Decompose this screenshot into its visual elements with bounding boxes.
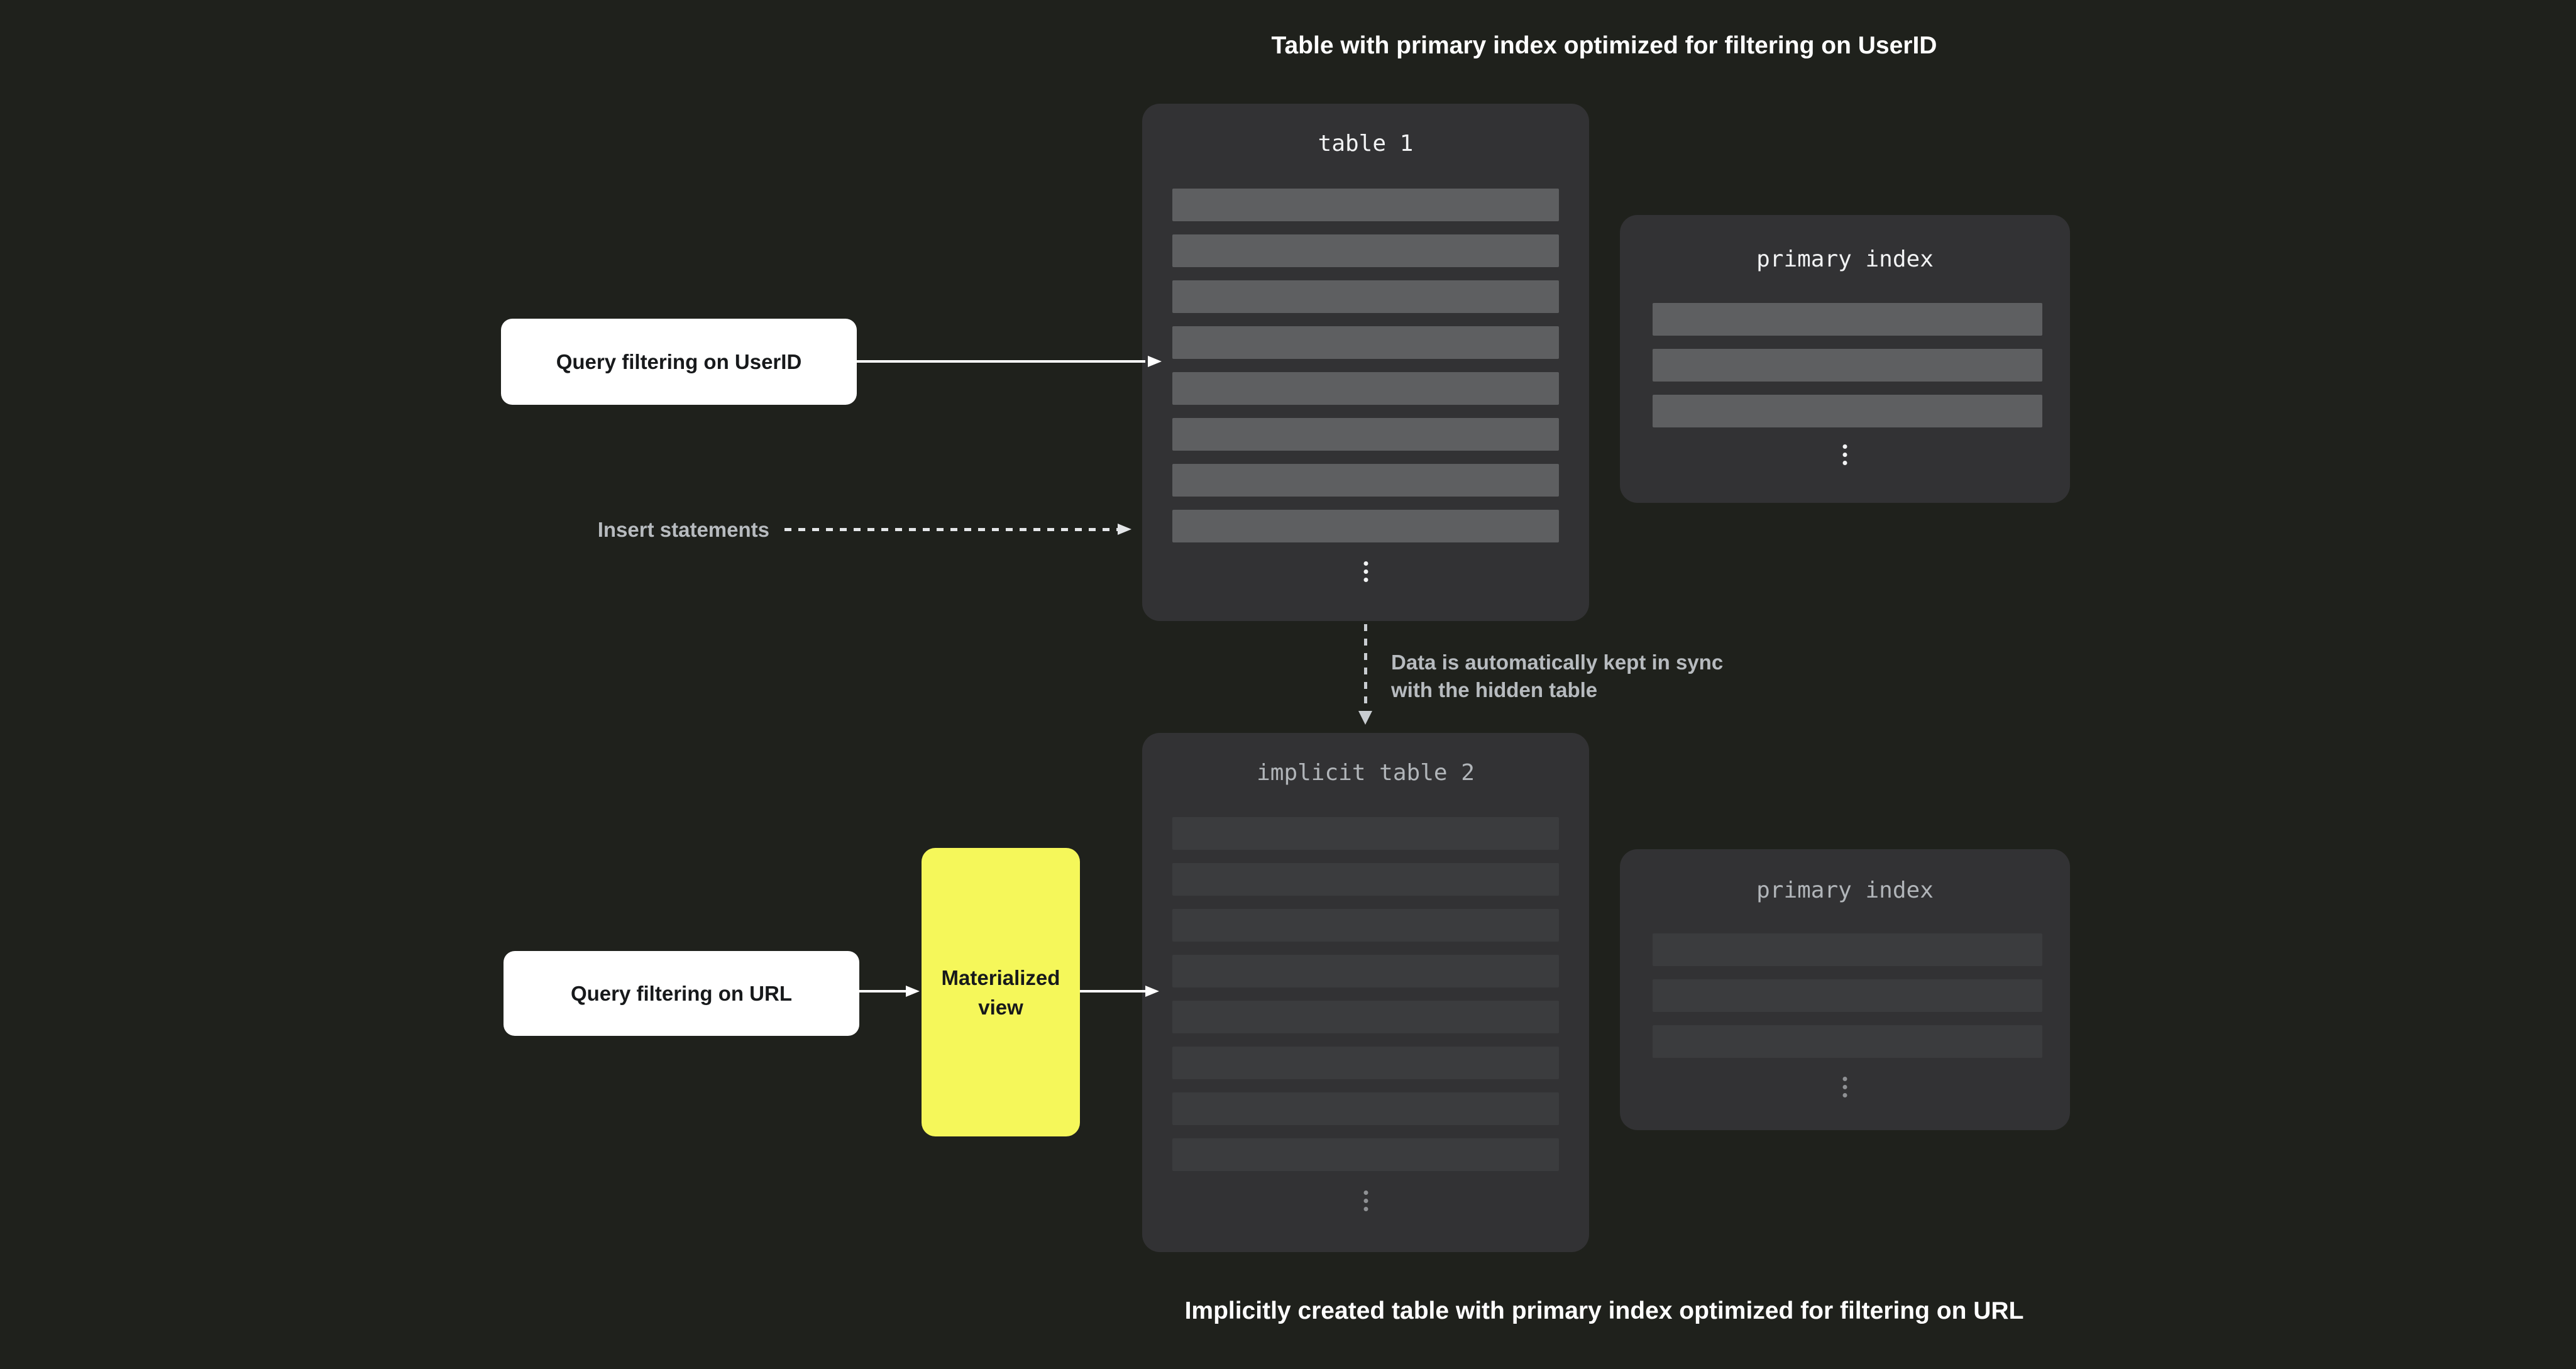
- ellipsis-icon: [1842, 444, 1847, 465]
- arrowhead-down-icon: [1358, 711, 1372, 725]
- skeleton-row: [1653, 979, 2042, 1012]
- sync-annotation-line2: with the hidden table: [1391, 678, 1598, 701]
- arrowhead-right-icon: [906, 986, 920, 997]
- insert-statements-label: Insert statements: [597, 518, 769, 541]
- skeleton-row: [1172, 1138, 1559, 1171]
- ellipsis-icon: [1842, 1077, 1847, 1097]
- skeleton-row: [1172, 863, 1559, 896]
- table1-rows: [1172, 189, 1559, 542]
- table1-card: table 1: [1142, 104, 1589, 621]
- skeleton-row: [1172, 280, 1559, 313]
- skeleton-row: [1172, 326, 1559, 359]
- caption-bottom: Implicitly created table with primary in…: [1184, 1297, 2024, 1324]
- table2-rows: [1172, 817, 1559, 1171]
- primary-index2-card: primary index: [1620, 849, 2070, 1130]
- skeleton-row: [1172, 510, 1559, 542]
- skeleton-row: [1172, 1001, 1559, 1033]
- arrowhead-right-icon: [1148, 356, 1162, 367]
- skeleton-row: [1172, 955, 1559, 987]
- skeleton-row: [1172, 189, 1559, 221]
- skeleton-row: [1172, 464, 1559, 497]
- query-url-node: Query filtering on URL: [504, 951, 859, 1036]
- arrow-mview-table2-line: [1080, 990, 1145, 992]
- skeleton-row: [1653, 933, 2042, 966]
- primary-index1-rows: [1653, 303, 2042, 427]
- skeleton-row: [1653, 303, 2042, 336]
- arrow-query-url-line: [859, 990, 906, 992]
- primary-index1-card: primary index: [1620, 215, 2070, 503]
- skeleton-row: [1172, 817, 1559, 850]
- skeleton-row: [1172, 418, 1559, 451]
- sync-annotation: Data is automatically kept in sync with …: [1391, 649, 1723, 704]
- primary-index2-rows: [1653, 933, 2042, 1058]
- skeleton-row: [1172, 909, 1559, 942]
- table2-title: implicit table 2: [1257, 760, 1475, 786]
- skeleton-row: [1172, 372, 1559, 405]
- skeleton-row: [1172, 234, 1559, 267]
- sync-annotation-line1: Data is automatically kept in sync: [1391, 651, 1724, 674]
- skeleton-row: [1653, 395, 2042, 427]
- query-userid-node: Query filtering on UserID: [501, 319, 857, 405]
- sync-arrow-dashed-line: [1364, 624, 1367, 711]
- skeleton-row: [1653, 1025, 2042, 1058]
- skeleton-row: [1653, 349, 2042, 382]
- ellipsis-icon: [1363, 1190, 1368, 1211]
- table1-title: table 1: [1318, 131, 1414, 157]
- ellipsis-icon: [1363, 561, 1368, 582]
- primary-index2-title: primary index: [1756, 877, 1934, 903]
- materialized-view-node: Materialized view: [922, 848, 1080, 1136]
- primary-index1-title: primary index: [1756, 246, 1934, 272]
- skeleton-row: [1172, 1092, 1559, 1125]
- caption-top: Table with primary index optimized for f…: [1271, 32, 1937, 59]
- arrow-query-userid-line: [857, 360, 1145, 363]
- insert-arrow-dashed-line: [784, 528, 1118, 531]
- table2-card: implicit table 2: [1142, 733, 1589, 1252]
- arrowhead-right-icon: [1145, 986, 1159, 997]
- arrowhead-right-icon: [1118, 524, 1131, 535]
- skeleton-row: [1172, 1047, 1559, 1079]
